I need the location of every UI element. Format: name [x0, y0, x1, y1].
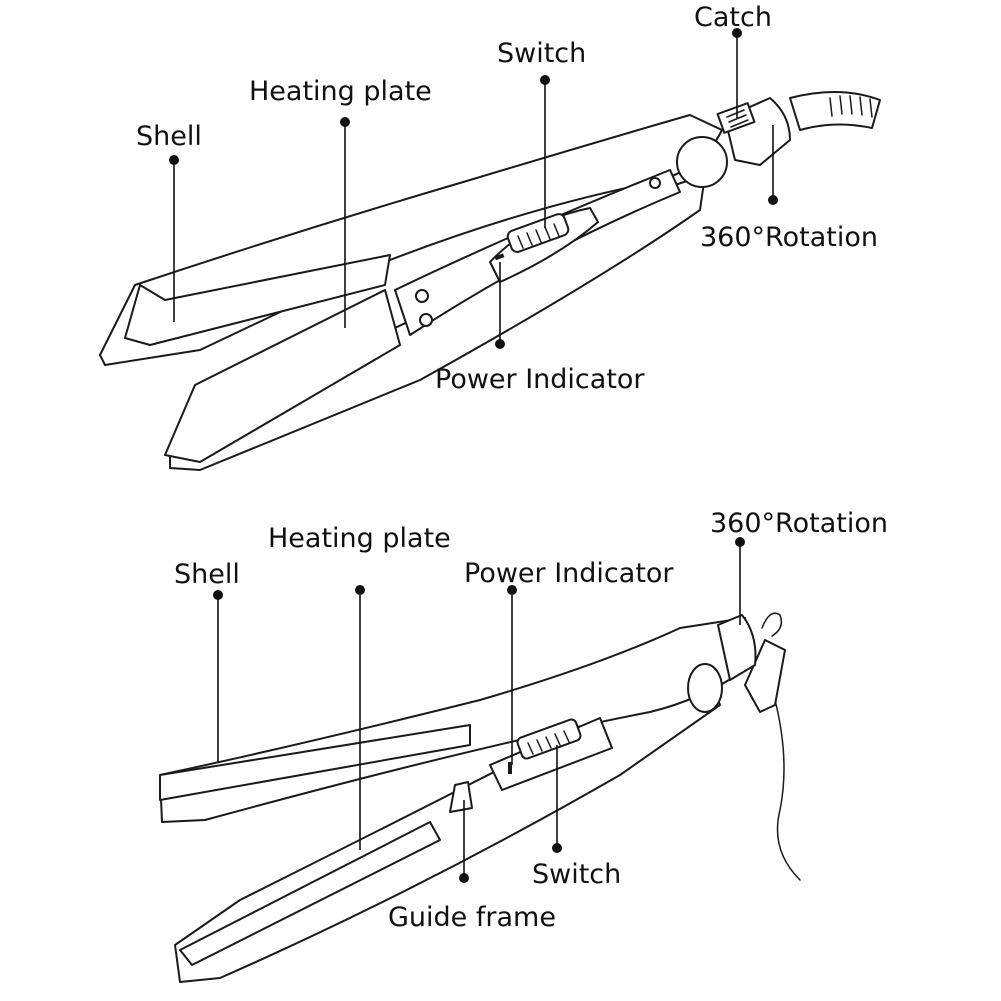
bottom-shell-dot — [213, 590, 223, 600]
bottom-power-cord — [774, 699, 801, 881]
bottom-power-indicator-dot — [507, 585, 517, 595]
bottom-callouts — [213, 537, 745, 883]
top-lower-heating-plate — [164, 289, 401, 463]
bottom-switch-ridges — [527, 730, 570, 755]
top-upper-heating-plate — [124, 254, 391, 346]
bottom-label-guide-frame: Guide frame — [388, 902, 556, 933]
bottom-rotation-dot — [735, 537, 745, 547]
bottom-label-switch: Switch — [532, 859, 621, 890]
top-power-cord — [789, 91, 881, 131]
bottom-straightener-drawing — [159, 612, 801, 983]
top-hinge-hole-1 — [415, 289, 429, 303]
bottom-power-indicator-light — [508, 762, 512, 774]
bottom-cord-strain-relief — [744, 639, 786, 713]
bottom-heating-plate-dot — [355, 585, 365, 595]
bottom-switch-slider — [516, 718, 582, 760]
bottom-label-heating-plate: Heating plate — [268, 523, 451, 554]
top-hinge-hole-2 — [419, 313, 433, 327]
bottom-label-rotation: 360°Rotation — [710, 508, 888, 539]
top-label-heating-plate: Heating plate — [249, 76, 432, 107]
top-power-indicator-dot — [495, 339, 505, 349]
bottom-pivot-knob — [687, 663, 723, 713]
bottom-rotation-collar — [717, 614, 757, 681]
top-label-rotation: 360°Rotation — [700, 222, 878, 253]
top-label-catch: Catch — [694, 2, 772, 33]
bottom-lower-heating-plate — [179, 821, 441, 966]
top-callouts — [169, 28, 778, 349]
bottom-guide-frame-dot — [459, 873, 469, 883]
top-shell-dot — [169, 155, 179, 165]
top-switch-dot — [540, 75, 550, 85]
top-pivot-knob — [676, 136, 728, 188]
top-hinge-hole-3 — [649, 177, 661, 189]
bottom-label-power-indicator: Power Indicator — [464, 558, 674, 589]
top-catch-dot — [732, 28, 742, 38]
top-rotation-dot — [768, 195, 778, 205]
bottom-shell-bar — [159, 724, 471, 801]
top-switch-ridges — [517, 223, 560, 249]
top-catch-ridges — [726, 109, 749, 128]
bottom-hanging-loop — [761, 612, 783, 637]
top-label-shell: Shell — [136, 121, 202, 152]
top-label-power-indicator: Power Indicator — [435, 364, 645, 395]
top-heating-plate-dot — [340, 117, 350, 127]
top-catch — [716, 102, 756, 134]
top-cord-grip-ridges — [829, 95, 873, 118]
top-straightener-drawing — [99, 91, 881, 471]
top-label-switch: Switch — [497, 38, 586, 69]
bottom-label-shell: Shell — [174, 559, 240, 590]
bottom-guide-frame — [449, 781, 473, 813]
bottom-switch-dot — [552, 843, 562, 853]
top-power-indicator-light — [494, 253, 505, 261]
